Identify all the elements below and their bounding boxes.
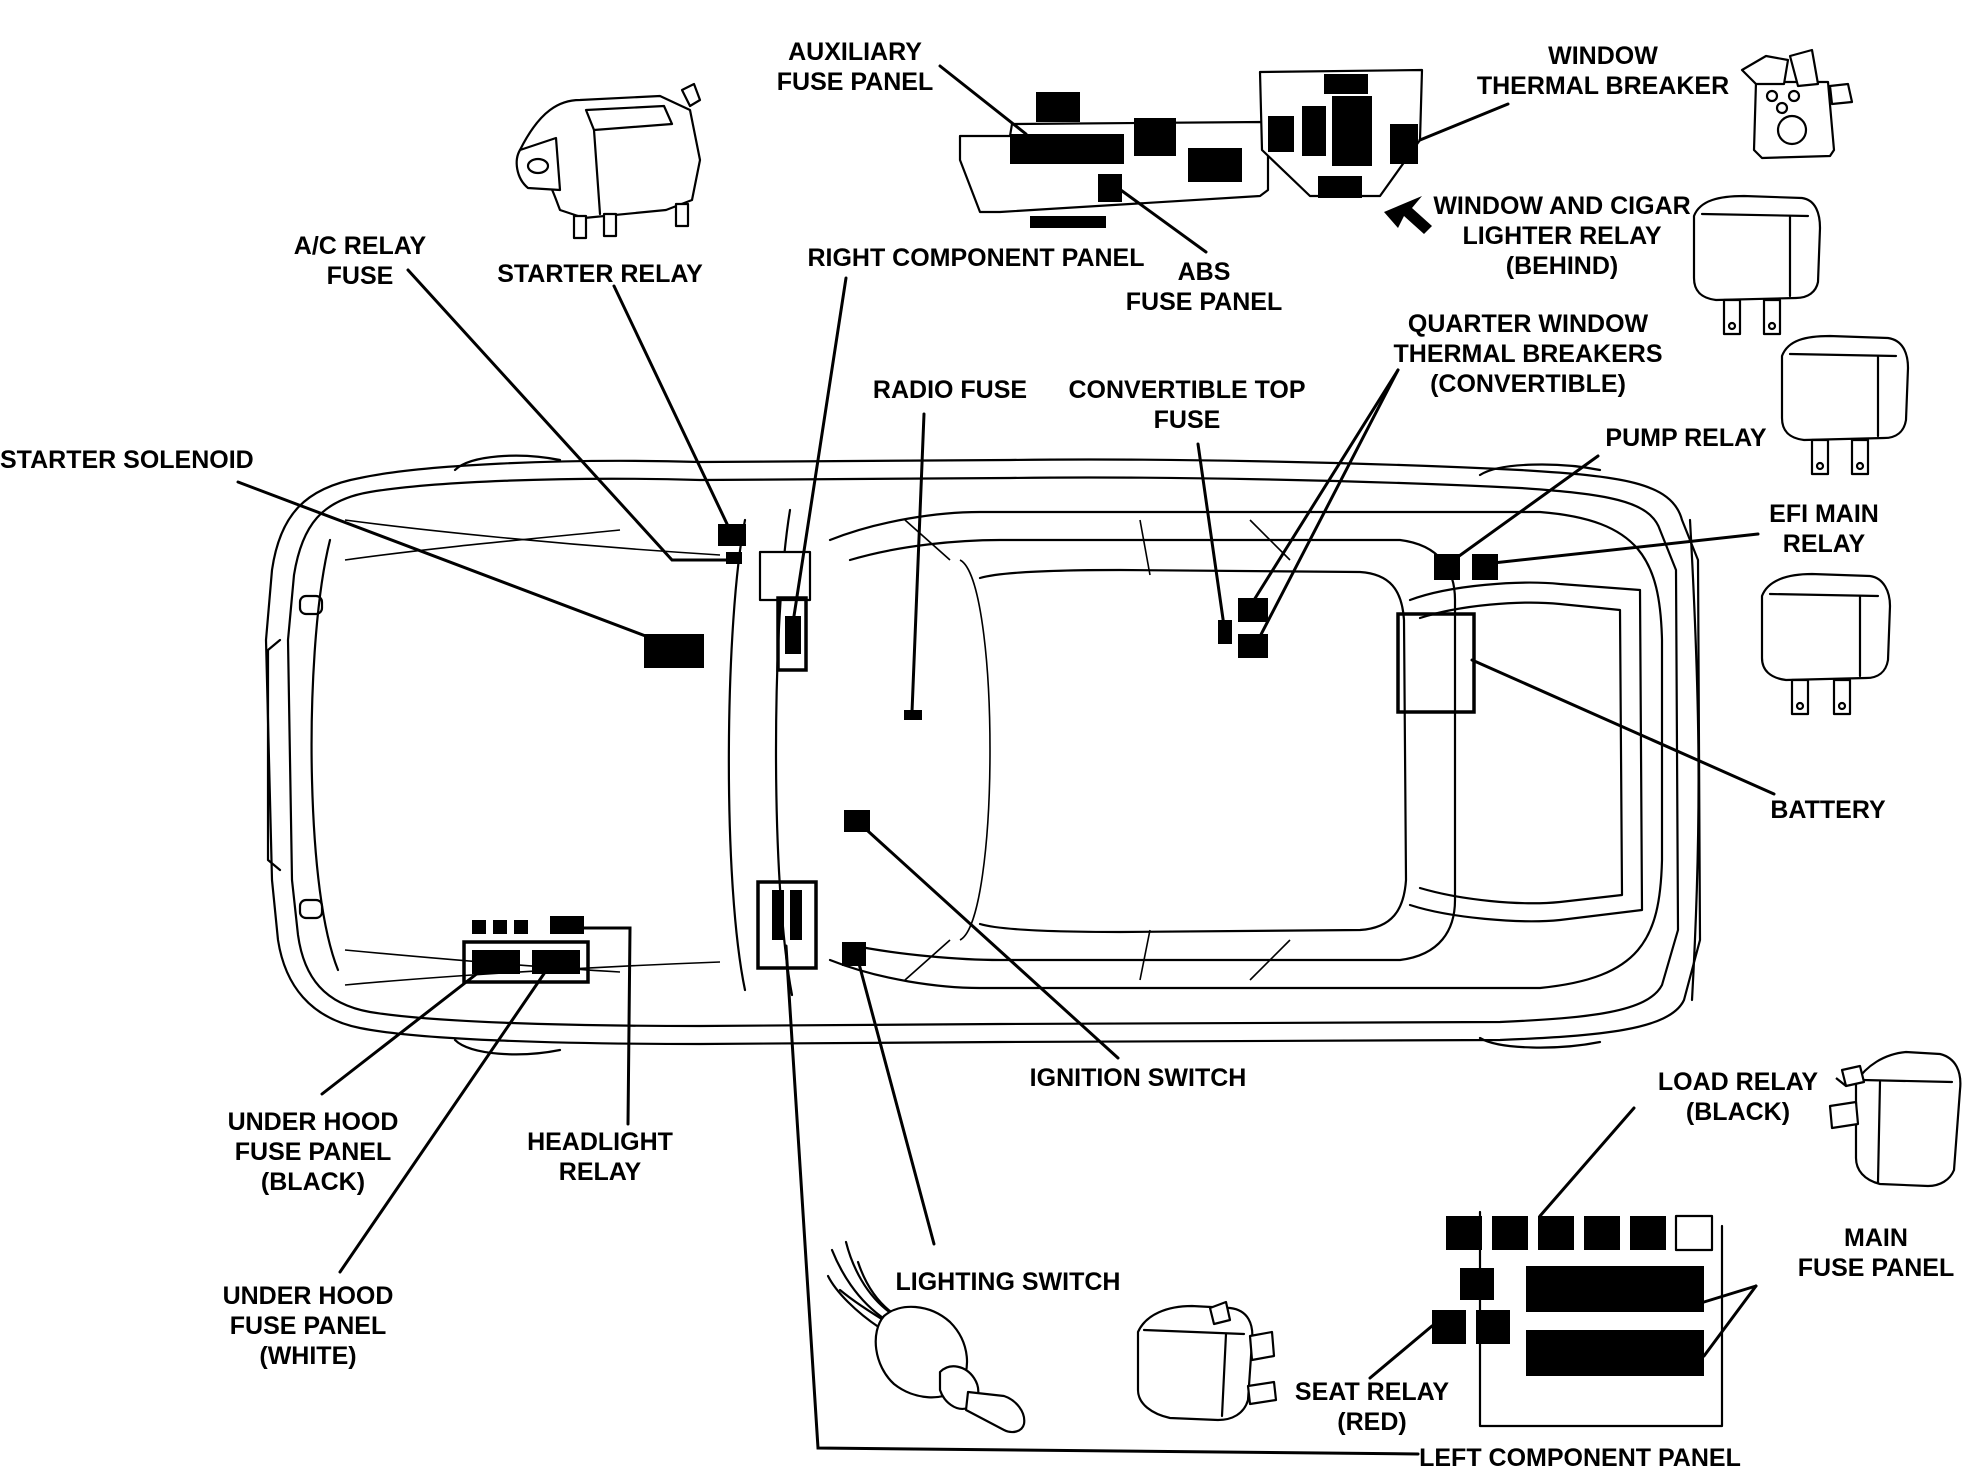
label-line: A/C RELAY: [294, 232, 427, 260]
under-hood-fuse-panel-outline: [462, 940, 590, 984]
auxiliary-panel-inset: [958, 68, 1432, 234]
label-load-relay: LOAD RELAY (BLACK): [1658, 1068, 1819, 1126]
efi-main-relay-marker: [1472, 554, 1498, 580]
main-fuse-block-lower: [1526, 1330, 1704, 1376]
label-line: FUSE: [327, 262, 394, 290]
label-line: LIGHTER RELAY: [1462, 222, 1661, 250]
label-under-hood-fuse-panel-black: UNDER HOOD FUSE PANEL (BLACK): [228, 1108, 399, 1196]
seat-relay-drawing: [1136, 1300, 1278, 1422]
ac-relay-fuse-marker-small: [726, 552, 742, 564]
convertible-top-fuse-marker: [1218, 620, 1232, 644]
label-line: WINDOW AND CIGAR: [1433, 192, 1690, 220]
label-right-component-panel: RIGHT COMPONENT PANEL: [807, 244, 1144, 272]
pump-relay-drawing: [1780, 334, 1910, 476]
car-body: [264, 454, 1702, 1056]
window-thermal-breaker-drawing: [1740, 48, 1854, 160]
label-line: PUMP RELAY: [1605, 424, 1766, 452]
label-starter-solenoid: STARTER SOLENOID: [0, 446, 254, 474]
label-ac-relay-fuse: A/C RELAY FUSE: [294, 232, 427, 290]
label-pump-relay: PUMP RELAY: [1605, 424, 1766, 452]
label-line: RADIO FUSE: [873, 376, 1027, 404]
label-line: THERMAL BREAKER: [1477, 72, 1729, 100]
lighting-switch-marker: [842, 942, 866, 966]
label-under-hood-fuse-panel-white: UNDER HOOD FUSE PANEL (WHITE): [223, 1282, 394, 1370]
label-line: EFI MAIN: [1769, 500, 1879, 528]
label-line: WINDOW: [1548, 42, 1658, 70]
label-line: HEADLIGHT: [527, 1128, 673, 1156]
label-auxiliary-fuse-panel: AUXILIARY FUSE PANEL: [777, 38, 934, 96]
right-component-panel-outline: [776, 596, 808, 672]
leader-lines: [236, 64, 1776, 1456]
starter-relay-drawing: [515, 82, 702, 240]
label-line: RELAY: [1783, 530, 1866, 558]
battery-marker: [1396, 612, 1476, 714]
label-line: BATTERY: [1770, 796, 1886, 824]
headlight-relay-marker: [550, 916, 584, 934]
lighting-switch-drawing: [826, 1240, 1026, 1434]
label-abs-fuse-panel: ABS FUSE PANEL: [1126, 258, 1283, 316]
label-left-component-panel: LEFT COMPONENT PANEL: [1419, 1444, 1741, 1472]
ac-relay-fuse-marker: [718, 524, 746, 546]
label-line: AUXILIARY: [788, 38, 922, 66]
label-line: (BLACK): [1686, 1098, 1790, 1126]
label-line: FUSE PANEL: [1126, 288, 1283, 316]
label-battery: BATTERY: [1770, 796, 1886, 824]
label-line: THERMAL BREAKERS: [1394, 340, 1663, 368]
label-ignition-switch: IGNITION SWITCH: [1030, 1064, 1247, 1092]
label-radio-fuse: RADIO FUSE: [873, 376, 1027, 404]
label-main-fuse-panel: MAIN FUSE PANEL: [1798, 1224, 1955, 1282]
label-line: SEAT RELAY: [1295, 1378, 1450, 1406]
label-line: QUARTER WINDOW: [1408, 310, 1649, 338]
label-line: RIGHT COMPONENT PANEL: [807, 244, 1144, 272]
label-line: (BLACK): [261, 1168, 365, 1196]
label-line: LOAD RELAY: [1658, 1068, 1819, 1096]
label-seat-relay: SEAT RELAY (RED): [1295, 1378, 1450, 1436]
quarter-window-breaker-a: [1238, 598, 1268, 622]
label-line: FUSE PANEL: [777, 68, 934, 96]
label-lighting-switch: LIGHTING SWITCH: [896, 1268, 1121, 1296]
label-line: STARTER RELAY: [497, 260, 703, 288]
load-relay-drawing: [1828, 1050, 1962, 1188]
radio-fuse-marker: [904, 710, 922, 720]
label-line: FUSE: [1154, 406, 1221, 434]
label-line: UNDER HOOD: [223, 1282, 394, 1310]
main-fuse-panel-inset: [1432, 1210, 1724, 1428]
label-line: LIGHTING SWITCH: [896, 1268, 1121, 1296]
label-line: FUSE PANEL: [235, 1138, 392, 1166]
label-line: STARTER SOLENOID: [0, 446, 254, 474]
label-efi-main-relay: EFI MAIN RELAY: [1769, 500, 1879, 558]
efi-main-relay-drawing: [1760, 572, 1892, 716]
label-line: FUSE PANEL: [1798, 1254, 1955, 1282]
label-line: RELAY: [559, 1158, 642, 1186]
label-line: CONVERTIBLE TOP: [1068, 376, 1305, 404]
label-convertible-top-fuse: CONVERTIBLE TOP FUSE: [1068, 376, 1305, 434]
label-line: LEFT COMPONENT PANEL: [1419, 1444, 1741, 1472]
label-starter-relay: STARTER RELAY: [497, 260, 703, 288]
label-quarter-window-thermal-breakers: QUARTER WINDOW THERMAL BREAKERS (CONVERT…: [1394, 310, 1663, 398]
quarter-window-breaker-b: [1238, 634, 1268, 658]
label-window-cigar-lighter-relay: WINDOW AND CIGAR LIGHTER RELAY (BEHIND): [1433, 192, 1690, 280]
component-markers: [462, 524, 1498, 984]
label-window-thermal-breaker: WINDOW THERMAL BREAKER: [1477, 42, 1729, 100]
main-fuse-block-upper: [1526, 1266, 1704, 1312]
under-hood-fuse-white-marker: [532, 950, 580, 974]
label-line: MAIN: [1844, 1224, 1908, 1252]
label-line: IGNITION SWITCH: [1030, 1064, 1247, 1092]
label-line: FUSE PANEL: [230, 1312, 387, 1340]
label-headlight-relay: HEADLIGHT RELAY: [527, 1128, 673, 1186]
label-line: (CONVERTIBLE): [1430, 370, 1626, 398]
label-line: ABS: [1178, 258, 1231, 286]
label-line: (RED): [1337, 1408, 1406, 1436]
label-line: UNDER HOOD: [228, 1108, 399, 1136]
label-line: (WHITE): [259, 1342, 356, 1370]
window-cigar-relay-drawing: [1692, 194, 1822, 336]
label-line: (BEHIND): [1506, 252, 1619, 280]
